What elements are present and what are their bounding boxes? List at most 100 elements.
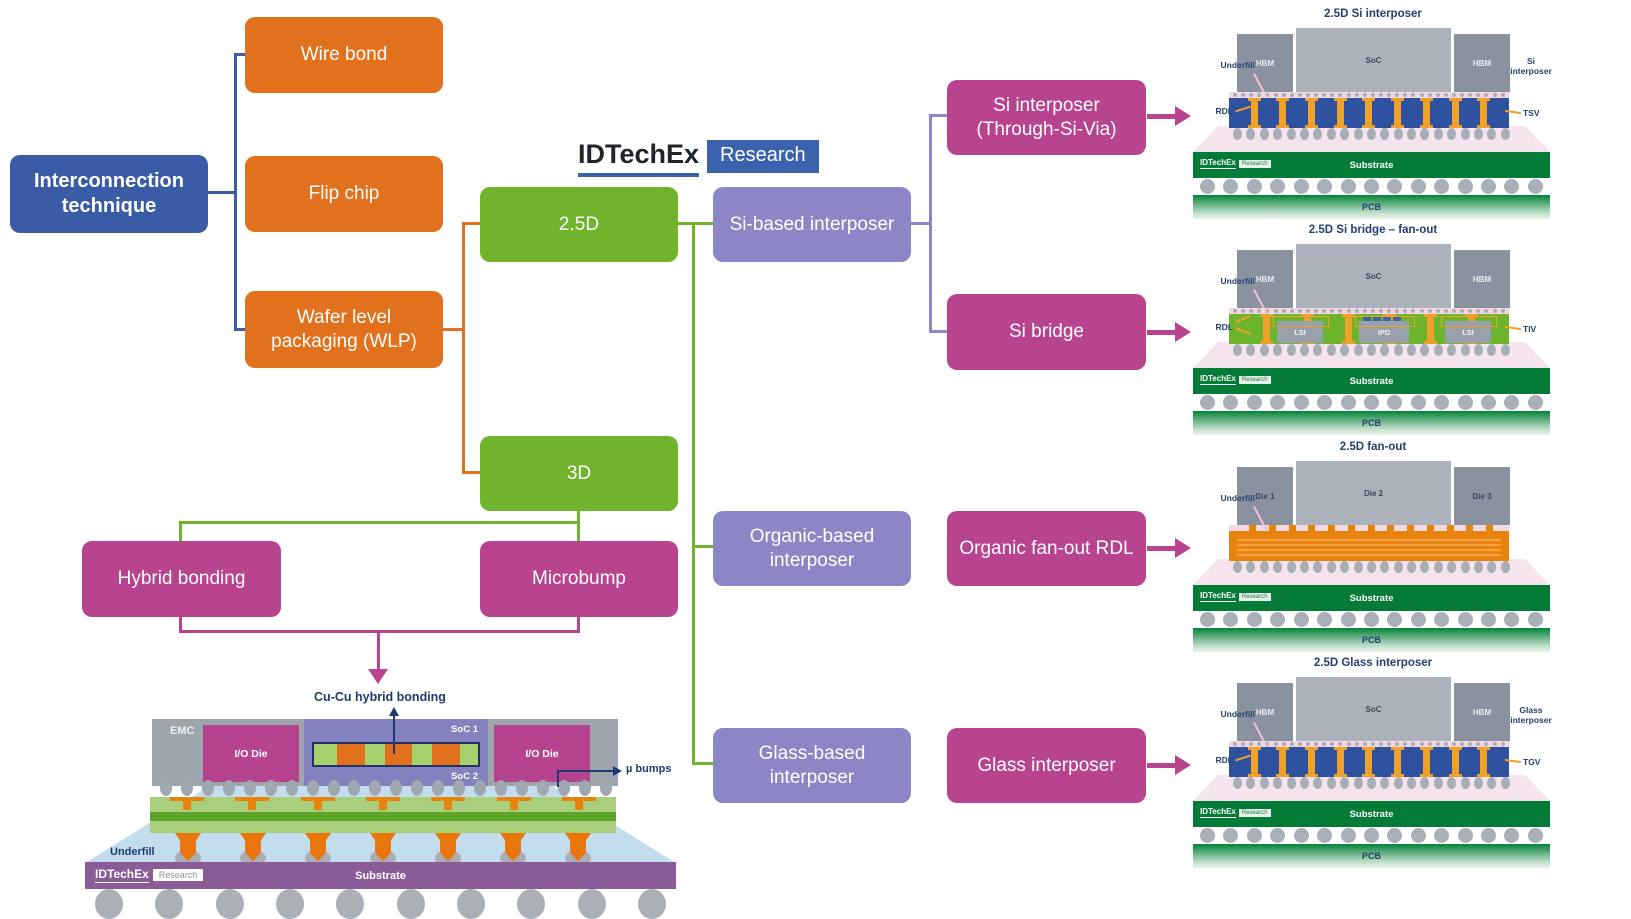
pcb-label: PCB: [1361, 635, 1381, 645]
ball-shape: [1363, 395, 1379, 410]
udot-shape: [1460, 742, 1465, 746]
tsv-shape: [1247, 747, 1261, 777]
tsv-shape: [1333, 98, 1347, 128]
bdash-shape: [1363, 317, 1371, 321]
udot-shape: [1330, 93, 1335, 97]
bump-row: [1233, 561, 1510, 573]
connector-orange-25d: [464, 222, 481, 225]
mb-shape: [1299, 561, 1309, 573]
arrow-down-icon: [368, 669, 388, 684]
ball-shape: [1317, 395, 1333, 410]
hball-shape: [396, 889, 425, 919]
bridge-rdl-outline: [1355, 316, 1415, 327]
bump-row: [1233, 128, 1510, 140]
ball-shape: [1387, 612, 1403, 627]
ub-shape: [327, 780, 340, 796]
hybrid-substrate-bar: Substrate IDTechEx Research: [85, 862, 676, 889]
fanout-rdl-band: [1229, 531, 1509, 561]
ub-shape: [390, 780, 403, 796]
udot-shape: [1354, 93, 1359, 97]
ball-shape: [1246, 395, 1262, 410]
connector-green-3d-horizontal: [179, 521, 580, 524]
ball-shape: [1527, 828, 1543, 843]
connector-blue-vertical: [234, 53, 237, 331]
ball-shape: [1270, 828, 1286, 843]
udot-shape: [1443, 309, 1448, 313]
udot-shape: [1289, 309, 1294, 313]
arrow-si-bridge-icon: [1175, 322, 1191, 342]
udot-shape: [1411, 93, 1416, 97]
hball-shape: [456, 889, 485, 919]
flow-box-si-bridge: Si bridge: [947, 294, 1146, 370]
udot-shape: [1257, 742, 1262, 746]
udot-shape: [1330, 309, 1335, 313]
panel-title: 2.5D fan-out: [1339, 441, 1407, 453]
die-soc: SoC: [1296, 28, 1451, 92]
label-hybrid-underfill: Underfill: [110, 846, 155, 858]
ball-shape: [1246, 612, 1262, 627]
flow-box-si-based-interposer: Si-based interposer: [713, 187, 911, 262]
udot-shape: [1492, 742, 1497, 746]
ball-shape: [1270, 179, 1286, 194]
underfill-strip: [1229, 92, 1509, 98]
hybrid-ball-row: [95, 889, 666, 919]
mb-shape: [1259, 344, 1269, 356]
ball-shape: [1527, 179, 1543, 194]
udot-shape: [1273, 742, 1278, 746]
mb-shape: [1407, 128, 1417, 140]
udot-shape: [1354, 309, 1359, 313]
mb-shape: [1500, 561, 1510, 573]
ball-shape: [1340, 612, 1356, 627]
label-u-bumps: µ bumps: [626, 763, 672, 775]
udot-shape: [1435, 742, 1440, 746]
tsv-shape: [1305, 747, 1319, 777]
ball-row: [1200, 828, 1543, 843]
tsv-shape: [1391, 747, 1405, 777]
pcb-bar: PCB: [1193, 195, 1550, 219]
udot-shape: [1314, 309, 1319, 313]
substrate-label: Substrate: [1349, 592, 1394, 604]
ball-shape: [1457, 179, 1473, 194]
ball-shape: [1527, 612, 1543, 627]
mb-shape: [1407, 344, 1417, 356]
ball-shape: [1434, 612, 1450, 627]
gt-shape: [561, 797, 596, 810]
die-3: Die 3: [1454, 467, 1510, 525]
mb-shape: [1340, 344, 1350, 356]
pcb-label: PCB: [1361, 202, 1381, 212]
flow-box-2-5d: 2.5D: [480, 187, 678, 262]
udot-shape: [1476, 93, 1481, 97]
gt-shape: [170, 797, 204, 810]
udot-shape: [1492, 309, 1497, 313]
connector-purple-sibridge: [931, 330, 947, 333]
substrate-bar: Substrate IDTechEx Research: [1193, 152, 1550, 178]
mb-shape: [1313, 128, 1323, 140]
arrow-organic-line: [1147, 546, 1177, 551]
ftab-shape: [1407, 525, 1414, 531]
ball-shape: [1410, 179, 1426, 194]
microbump-row: [160, 780, 612, 797]
bridge-rdl-outline: [1273, 316, 1329, 327]
mb-shape: [1433, 777, 1443, 789]
udot-shape: [1370, 309, 1375, 313]
connector-blue-wirebond: [236, 53, 246, 56]
udot-shape: [1387, 742, 1392, 746]
ftab-shape: [1268, 525, 1276, 531]
flow-box-glass-based-interposer: Glass-based interposer: [713, 728, 911, 803]
idtechex-research-badge: Research: [1238, 375, 1271, 384]
ball-shape: [1293, 828, 1309, 843]
mb-shape: [1366, 128, 1376, 140]
ball-shape: [1223, 612, 1239, 627]
mb-shape: [1500, 344, 1510, 356]
mb-shape: [1447, 344, 1457, 356]
udot-shape: [1249, 309, 1254, 313]
pcb-label: PCB: [1361, 418, 1381, 428]
mb-shape: [1393, 777, 1403, 789]
ball-shape: [1410, 395, 1426, 410]
udot-shape: [1281, 309, 1286, 313]
tsv-shape: [1276, 747, 1290, 777]
label-underfill: Underfill: [1220, 60, 1255, 70]
mb-shape: [1474, 128, 1484, 140]
ball-shape: [1387, 395, 1403, 410]
